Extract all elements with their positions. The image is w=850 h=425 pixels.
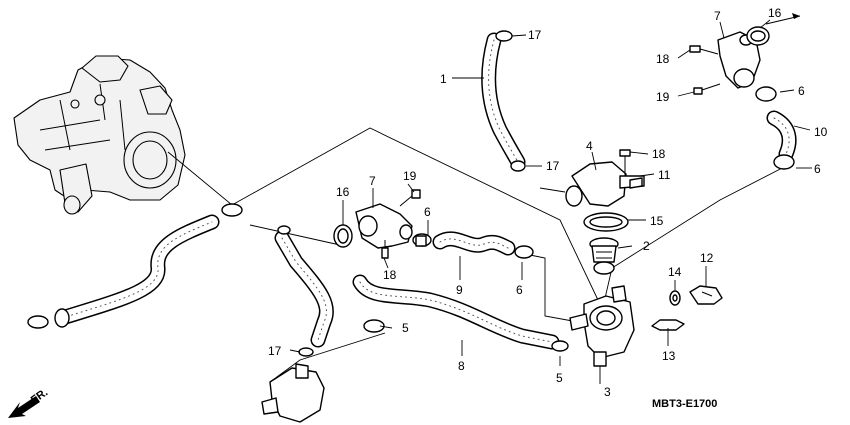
sensor-13 (651, 319, 685, 331)
callout-6a: 6 (424, 205, 431, 219)
orientation-arrow (765, 13, 801, 25)
callout-17a: 17 (528, 28, 542, 42)
bolts (381, 45, 721, 259)
clamp-parts (27, 30, 795, 357)
callout-2: 2 (643, 239, 650, 253)
callout-5a: 5 (402, 321, 409, 335)
hose-9 (432, 231, 516, 256)
callout-17c: 17 (268, 344, 282, 358)
callout-9: 9 (456, 283, 463, 297)
reference-lines (167, 127, 791, 383)
hose-small-bypass (274, 230, 334, 348)
water-pump-housing-3 (569, 285, 635, 367)
callout-17b: 17 (546, 159, 560, 173)
o-ring-15 (583, 212, 629, 232)
o-ring-16-left (333, 224, 353, 248)
water-joint-right-7 (717, 31, 761, 89)
water-pump-bottom (261, 363, 325, 423)
hose-1-upper (481, 32, 526, 170)
engine-block (13, 55, 186, 215)
callout-11: 11 (658, 168, 671, 182)
callout-labels: 1 2 3 4 5 5 6 6 6 6 7 7 8 9 10 11 12 13 … (268, 6, 828, 399)
water-joint-left-7 (355, 203, 413, 249)
thermostat-2 (589, 237, 619, 275)
callout-16a: 16 (336, 185, 350, 199)
callout-6d: 6 (814, 162, 821, 176)
callout-6c: 6 (798, 84, 805, 98)
diagram-code: MBT3-E1700 (652, 398, 717, 410)
washer-14 (669, 290, 681, 306)
callout-14: 14 (668, 265, 682, 279)
callout-13: 13 (662, 349, 676, 363)
callout-18a: 18 (656, 52, 670, 66)
callout-18b: 18 (383, 268, 397, 282)
callout-6b: 6 (516, 283, 523, 297)
callout-19a: 19 (656, 90, 670, 104)
o-ring-16-right (746, 26, 770, 46)
sensor-12 (689, 285, 723, 305)
hose-10 (766, 110, 797, 162)
callout-18c: 18 (652, 147, 666, 161)
callout-10: 10 (814, 125, 828, 139)
callout-12: 12 (700, 251, 714, 265)
hose-8 (352, 274, 560, 350)
callout-7b: 7 (714, 9, 721, 23)
callout-4: 4 (586, 139, 593, 153)
callout-5b: 5 (556, 371, 563, 385)
front-direction-arrow: FR. (8, 386, 50, 418)
callout-1: 1 (440, 72, 447, 86)
callout-16b: 16 (768, 6, 782, 20)
callout-19b: 19 (403, 169, 417, 183)
callout-7a: 7 (369, 174, 376, 188)
callout-leaders (289, 19, 812, 384)
callout-8: 8 (458, 359, 465, 373)
callout-15: 15 (650, 214, 664, 228)
callout-3: 3 (604, 385, 611, 399)
hose-lower-left (54, 214, 220, 328)
